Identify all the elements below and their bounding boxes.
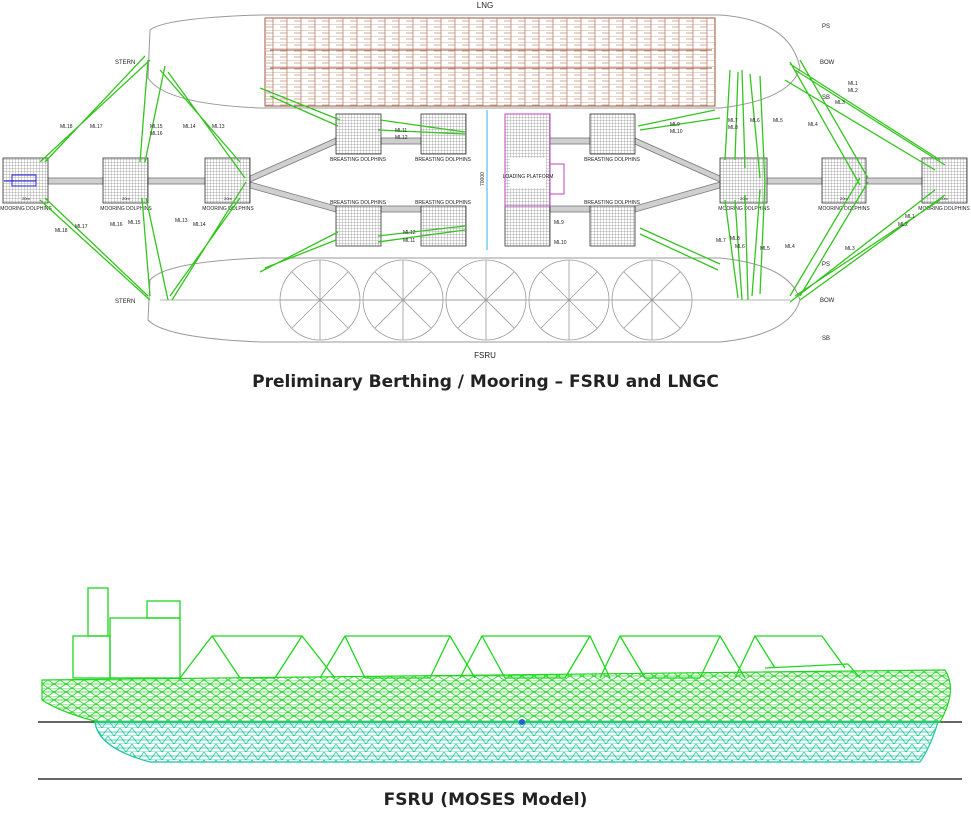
ml-label: ML2 <box>898 222 908 228</box>
dolphin-size-label: 20m <box>740 196 748 201</box>
fsru-mesh-model <box>38 587 962 780</box>
ml-label: ML12 <box>395 135 408 141</box>
dolphins <box>2 113 968 247</box>
breasting-dolphin-label: BREASTING DOLPHINS <box>584 157 641 163</box>
mooring-dolphin-label: MOORING DOLPHINS <box>818 206 870 212</box>
ml-label: ML17 <box>90 124 103 130</box>
bottom-ps-label: PS <box>822 262 830 268</box>
ml-label: ML4 <box>785 244 795 250</box>
fsru-vessel <box>147 257 801 343</box>
dolphin-size-label: 20m <box>224 196 232 201</box>
breasting-dolphin <box>589 113 636 155</box>
breasting-dolphin-label: BREASTING DOLPHINS <box>330 200 387 206</box>
ml-label: ML11 <box>395 128 407 134</box>
breasting-dolphin <box>335 205 382 247</box>
fsru-tanks <box>279 259 693 341</box>
ml-label: ML13 <box>175 218 188 224</box>
ml-label: ML11 <box>403 238 415 244</box>
ml-label: ML18 <box>55 228 68 234</box>
ml-label: ML6 <box>735 244 745 250</box>
mooring-dolphin-label: MOORING DOLPHINS <box>718 206 770 212</box>
center-of-gravity-marker <box>519 719 525 725</box>
top-bow-label: BOW <box>820 60 835 66</box>
breasting-dolphin-label: BREASTING DOLPHINS <box>584 200 641 206</box>
bottom-stern-label: STERN <box>115 299 135 305</box>
ml-label: ML1 <box>848 81 858 87</box>
breasting-dolphin-label: BREASTING DOLPHINS <box>415 157 472 163</box>
lng-carrier <box>147 14 801 109</box>
ml-label: ML4 <box>808 122 818 128</box>
ml-label: ML15 <box>128 220 141 226</box>
ml-label: ML14 <box>193 222 206 228</box>
loading-platform-label: LOADING PLATFORM <box>503 174 554 180</box>
mooring-dolphin-label: MOORING DOLPHINS <box>100 206 152 212</box>
ml-label: ML3 <box>835 100 845 106</box>
breasting-dolphin <box>335 113 382 155</box>
ml-label: ML2 <box>848 88 858 94</box>
dolphin-size-label: 20m <box>22 196 30 201</box>
breasting-dolphin <box>589 205 636 247</box>
breasting-dolphin-label: BREASTING DOLPHINS <box>415 200 472 206</box>
ml-label: ML16 <box>150 131 163 137</box>
lng-deck-layout <box>264 17 716 107</box>
mooring-dolphin-label: MOORING DOLPHINS <box>0 206 52 212</box>
ml-label: ML3 <box>845 246 855 252</box>
ml-label: ML7 <box>728 118 738 124</box>
ml-label: ML12 <box>403 230 416 236</box>
ml-label: ML14 <box>183 124 196 130</box>
ml-label: ML5 <box>773 118 783 124</box>
ml-label: ML10 <box>554 240 567 246</box>
ml-label: ML13 <box>212 124 225 130</box>
top-ps-label: PS <box>822 24 830 30</box>
dimension-label: 70000 <box>480 172 486 186</box>
ml-label: ML8 <box>728 125 738 131</box>
lng-label: LNG <box>477 1 493 10</box>
ml-label: ML6 <box>750 118 760 124</box>
loading-platform <box>504 113 565 207</box>
ml-label: ML15 <box>150 124 163 130</box>
mooring-lines <box>39 55 946 303</box>
ml-label: ML18 <box>60 124 73 130</box>
breasting-dolphin-label: BREASTING DOLPHINS <box>330 157 387 163</box>
ml-label: ML5 <box>760 246 770 252</box>
breasting-dolphin <box>504 205 551 247</box>
ml-label: ML8 <box>730 236 740 242</box>
ml-label: ML10 <box>670 129 683 135</box>
ml-label: ML9 <box>554 220 564 226</box>
ml-label: ML7 <box>716 238 726 244</box>
bottom-sb-label: SB <box>822 336 830 342</box>
ml-label: ML1 <box>905 214 915 220</box>
dolphin-size-label: 20m <box>122 196 130 201</box>
top-sb-label: SB <box>822 95 830 101</box>
ml-label: ML9 <box>670 122 680 128</box>
ml-label: ML17 <box>75 224 88 230</box>
fsru-label: FSRU <box>474 351 496 360</box>
top-stern-label: STERN <box>115 60 135 66</box>
dolphin-size-label: 20m <box>840 196 848 201</box>
bottom-bow-label: BOW <box>820 298 835 304</box>
ml-label: ML16 <box>110 222 123 228</box>
breasting-dolphin <box>420 205 467 247</box>
mooring-dolphin-label: MOORING DOLPHINS <box>918 206 970 212</box>
top-caption: Preliminary Berthing / Mooring – FSRU an… <box>252 372 719 392</box>
mooring-dolphin <box>204 157 251 204</box>
bottom-caption: FSRU (MOSES Model) <box>383 790 588 810</box>
dolphin-size-label: 20m <box>940 196 948 201</box>
mooring-dolphin <box>102 157 149 204</box>
